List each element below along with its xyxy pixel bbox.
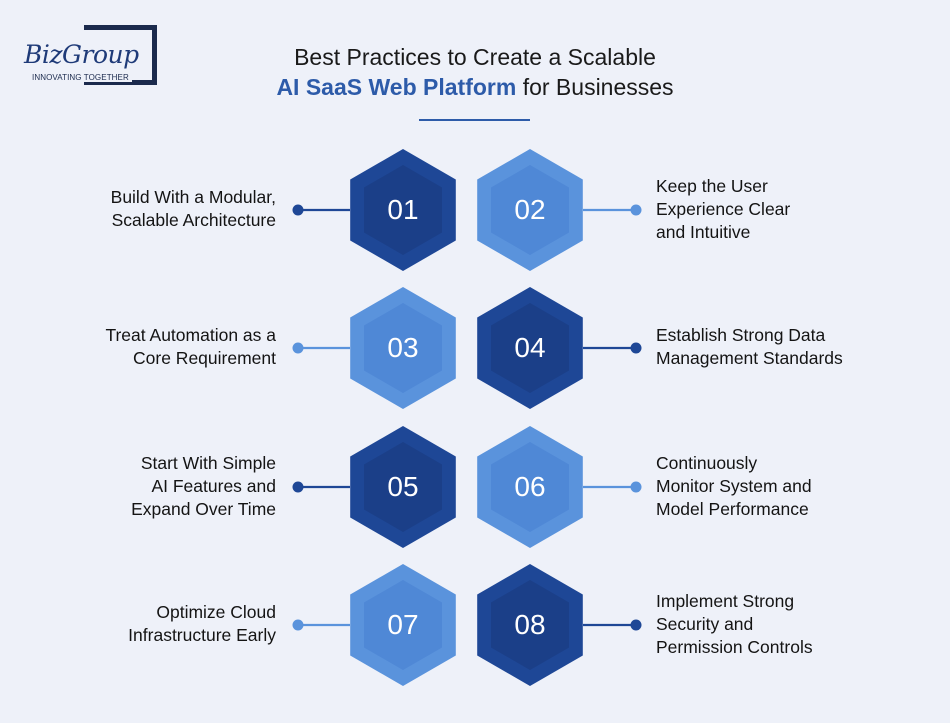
practice-label-line: Keep the User <box>656 175 768 196</box>
title-rest: for Businesses <box>516 74 674 100</box>
connector-dot-06 <box>630 481 642 493</box>
practice-label-line: Expand Over Time <box>131 498 276 519</box>
hexagon-inner-08 <box>491 580 569 670</box>
connector-dot-05 <box>292 481 304 493</box>
page-title-line2: AI SaaS Web Platform for Businesses <box>0 72 950 102</box>
practice-label-line: Treat Automation as a <box>105 325 276 345</box>
hexagon-inner-03 <box>364 303 442 393</box>
logo-wordmark: BizGroup <box>24 40 141 69</box>
practice-label-line: Start With Simple <box>140 452 276 473</box>
connector-dot-02 <box>630 204 642 216</box>
connector-dot-03 <box>292 342 304 354</box>
practice-number-05: 05 <box>387 471 419 502</box>
practice-label-line: Optimize Cloud <box>156 602 276 622</box>
practice-number-02: 02 <box>514 194 546 225</box>
hexagon-inner-06 <box>491 442 569 532</box>
practice-number-04: 04 <box>514 332 546 363</box>
logo-tagline: INNOVATING TOGETHER <box>32 73 132 82</box>
hexagon-inner-01 <box>364 165 442 255</box>
practice-label-line: Core Requirement <box>133 348 276 368</box>
hexagon-inner-07 <box>364 580 442 670</box>
practice-number-06: 06 <box>514 471 546 502</box>
practice-label-line: Scalable Architecture <box>111 210 276 230</box>
logo-frame <box>84 25 157 85</box>
practice-label-line: Build With a Modular, <box>110 187 276 207</box>
connector-dot-01 <box>292 204 304 216</box>
practice-label-line: and Intuitive <box>656 221 751 242</box>
practice-label-line: Establish Strong Data <box>656 325 826 345</box>
title-underline <box>419 119 530 121</box>
practice-number-01: 01 <box>387 194 419 225</box>
practice-label-line: Permission Controls <box>656 636 813 657</box>
practice-label-line: Infrastructure Early <box>128 625 276 645</box>
practice-label-line: AI Features and <box>151 475 276 496</box>
practice-number-03: 03 <box>387 332 419 363</box>
practice-label-line: Experience Clear <box>656 198 791 219</box>
practice-label-line: Monitor System and <box>656 475 812 496</box>
hexagon-inner-04 <box>491 303 569 393</box>
bizgroup-logo: BizGroup INNOVATING TOGETHER <box>20 20 160 85</box>
practice-label-line: Management Standards <box>656 348 843 368</box>
page-title-line1: Best Practices to Create a Scalable <box>294 44 656 70</box>
practice-label-line: Model Performance <box>656 498 809 519</box>
practice-label-line: Continuously <box>656 452 758 473</box>
hexagon-inner-02 <box>491 165 569 255</box>
hexagon-inner-05 <box>364 442 442 532</box>
practice-label-line: Security and <box>656 613 754 634</box>
connector-dot-04 <box>630 342 642 354</box>
practice-label-01: Build With a Modular, Scalable Architectu… <box>111 186 276 232</box>
practice-number-07: 07 <box>387 609 419 640</box>
connector-dot-08 <box>630 619 642 631</box>
practice-label-line: Implement Strong <box>656 590 795 611</box>
title-highlight: AI SaaS Web Platform <box>276 74 517 100</box>
connector-dot-07 <box>292 619 304 631</box>
practice-number-08: 08 <box>514 609 546 640</box>
practice-label-03: Treat Automation as a Core Requirement <box>105 324 276 370</box>
